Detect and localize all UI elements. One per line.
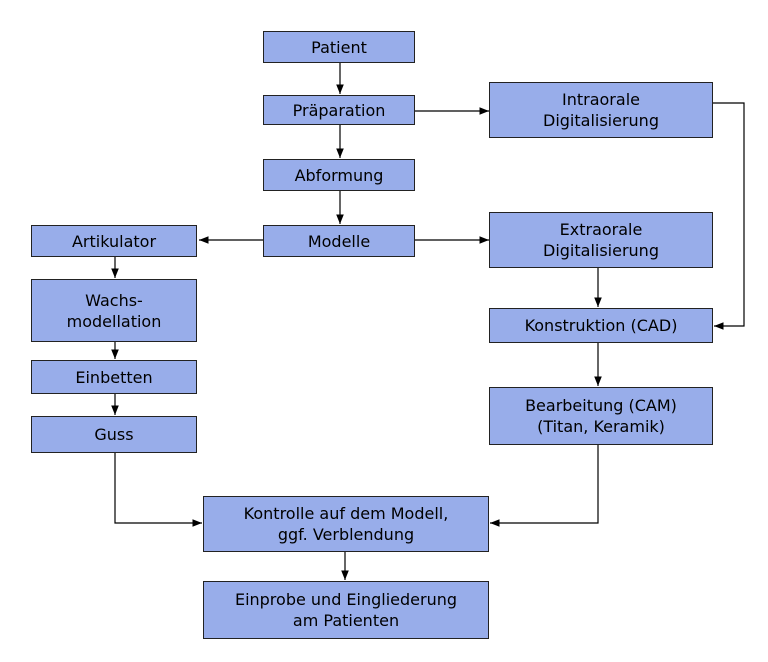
arrow-bearbeitung-to-kontrolle [490,444,599,527]
box-modelle: Modelle [263,225,415,257]
arrow-guss-to-kontrolle [114,452,202,527]
box-einprobe: Einprobe und Eingliederung am Patienten [203,581,489,639]
arrow-intraorale-to-konstruktion [712,102,745,330]
box-bearbeitung-cam: Bearbeitung (CAM) (Titan, Keramik) [489,387,713,445]
box-konstruktion-cad: Konstruktion (CAD) [489,308,713,343]
box-artikulator: Artikulator [31,225,197,257]
box-extraorale-digitalisierung: Extraorale Digitalisierung [489,212,713,268]
box-intraorale-digitalisierung: Intraorale Digitalisierung [489,82,713,138]
box-patient: Patient [263,31,415,63]
box-guss: Guss [31,416,197,453]
box-kontrolle: Kontrolle auf dem Modell, ggf. Verblendu… [203,496,489,552]
box-wachsmodellation: Wachs- modellation [31,279,197,342]
box-praeparation: Präparation [263,95,415,125]
box-abformung: Abformung [263,159,415,191]
box-einbetten: Einbetten [31,360,197,394]
